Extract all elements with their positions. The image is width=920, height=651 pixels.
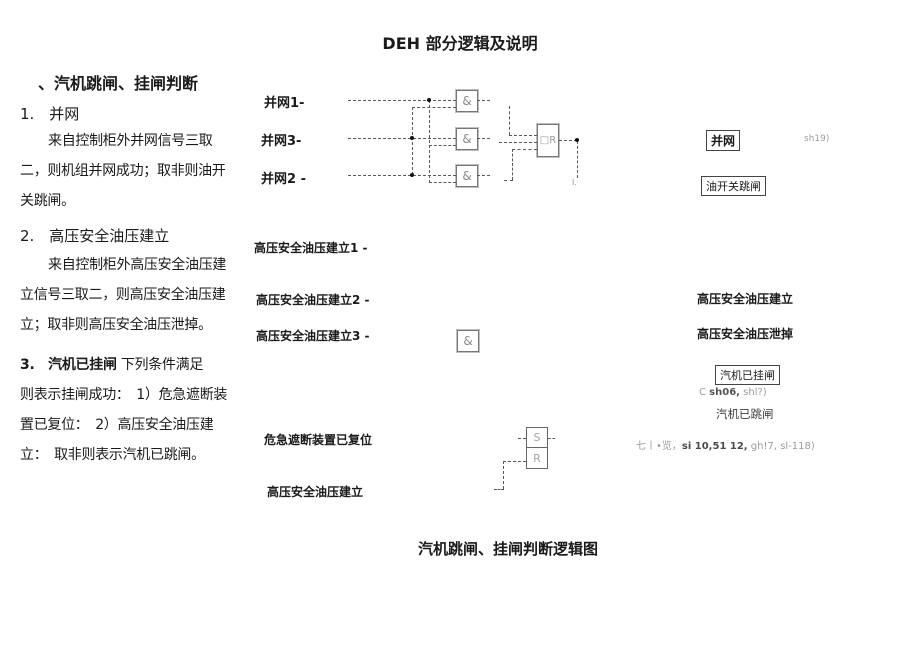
wire-segment xyxy=(577,141,578,178)
wire-segment xyxy=(348,100,456,101)
wire-segment xyxy=(348,175,456,176)
junction-dot xyxy=(410,136,414,140)
section3-title: 3. 汽机已挂闸 xyxy=(20,357,117,373)
wire-end-mark: I. xyxy=(572,178,577,187)
wire-segment xyxy=(429,100,430,183)
or-gate: □R xyxy=(536,123,560,158)
and-gate-3: & xyxy=(455,164,479,188)
annotation-part: 七丨•览， xyxy=(636,441,682,452)
output-oil-built: 高压安全油压建立 xyxy=(697,292,794,306)
annotation-part: shl?) xyxy=(739,387,767,398)
input-grid-1: 并网1- xyxy=(264,96,305,111)
input-grid-3: 并网3- xyxy=(261,134,302,149)
input-oil-built: 高压安全油压建立 xyxy=(267,485,364,499)
annotation-part: gh!7, sl-118) xyxy=(747,441,815,452)
wire-segment xyxy=(559,140,577,141)
wire-segment xyxy=(499,142,537,143)
wire-segment xyxy=(548,438,555,439)
section-heading: 、汽机跳闸、挂闸判断 xyxy=(38,74,199,93)
annotation-part: C xyxy=(699,387,710,398)
wire-segment xyxy=(477,175,490,176)
wire-segment xyxy=(429,145,456,146)
and-gate-1: & xyxy=(455,89,479,113)
wire-segment xyxy=(512,149,513,180)
sr-flipflop: S R xyxy=(526,427,548,469)
annotation-part: si 10,51 12, xyxy=(681,441,748,452)
and-symbol: & xyxy=(462,132,472,146)
section1-title: 1. 并网 xyxy=(20,105,80,123)
junction-dot xyxy=(427,98,431,102)
annotation-sheet-refs: 七丨•览，si 10,51 12, gh!7, sl-118) xyxy=(636,437,815,452)
wire-segment xyxy=(504,180,513,181)
output-turbine-latched-box: 汽机已挂闸 xyxy=(715,365,780,385)
sr-set-cell: S xyxy=(527,428,547,448)
wire-segment xyxy=(348,138,456,139)
input-trip-device-reset: 危急遮断装置已复位 xyxy=(264,433,373,447)
wire-segment xyxy=(509,106,510,135)
wire-segment xyxy=(509,135,537,136)
wire-segment xyxy=(512,149,537,150)
diagram-caption: 汽机跳闸、挂闸判断逻辑图 xyxy=(418,540,599,558)
section1-body: 来自控制柜外并网信号三取 二，则机组并网成功；取非则油开 关跳闸。 xyxy=(20,133,226,209)
output-grid-box: 并网 xyxy=(706,130,741,151)
sr-reset-cell: R xyxy=(533,451,541,465)
input-oil-1: 高压安全油压建立1 - xyxy=(254,241,368,255)
and-gate-4: & xyxy=(456,329,480,353)
annotation-part: sh06, xyxy=(709,387,740,398)
wire-segment xyxy=(412,107,456,108)
wire-segment xyxy=(494,489,504,490)
page-title: DEH 部分逻辑及说明 xyxy=(382,34,538,53)
and-symbol: & xyxy=(463,334,473,348)
input-grid-2: 并网2 - xyxy=(261,172,306,187)
and-symbol: & xyxy=(462,169,472,183)
junction-dot xyxy=(410,173,414,177)
and-symbol: & xyxy=(462,94,472,108)
annotation-sh06: C sh06, shl?) xyxy=(699,387,767,398)
wire-segment xyxy=(477,138,490,139)
and-gate-2: & xyxy=(455,127,479,151)
section3-body: 下列条件满足 则表示挂闸成功： 1）危急遮断装 置已复位： 2）高压安全油压建 … xyxy=(20,357,228,463)
wire-segment xyxy=(429,182,456,183)
input-oil-2: 高压安全油压建立2 - xyxy=(256,293,370,307)
output-turbine-tripped: 汽机已跳闸 xyxy=(716,407,774,421)
junction-dot xyxy=(575,138,579,142)
annotation-sh19: sh19) xyxy=(804,134,830,144)
section2-title: 2. 高压安全油压建立 xyxy=(20,227,170,245)
input-oil-3: 高压安全油压建立3 - xyxy=(256,329,370,343)
output-oil-switch-trip-box: 油开关跳闸 xyxy=(701,176,766,196)
section2-body: 来自控制柜外高压安全油压建 立信号三取二，则高压安全油压建 立；取非则高压安全油… xyxy=(20,257,227,333)
section3: 3. 汽机已挂闸 下列条件满足 则表示挂闸成功： 1）危急遮断装 置已复位： 2… xyxy=(20,350,256,470)
wire-segment xyxy=(412,107,413,175)
wire-segment xyxy=(503,461,504,489)
wire-segment xyxy=(477,100,490,101)
output-oil-released: 高压安全油压泄掉 xyxy=(697,327,794,341)
or-symbol: □R xyxy=(539,135,557,146)
wire-segment xyxy=(518,438,526,439)
wire-segment xyxy=(503,461,526,462)
